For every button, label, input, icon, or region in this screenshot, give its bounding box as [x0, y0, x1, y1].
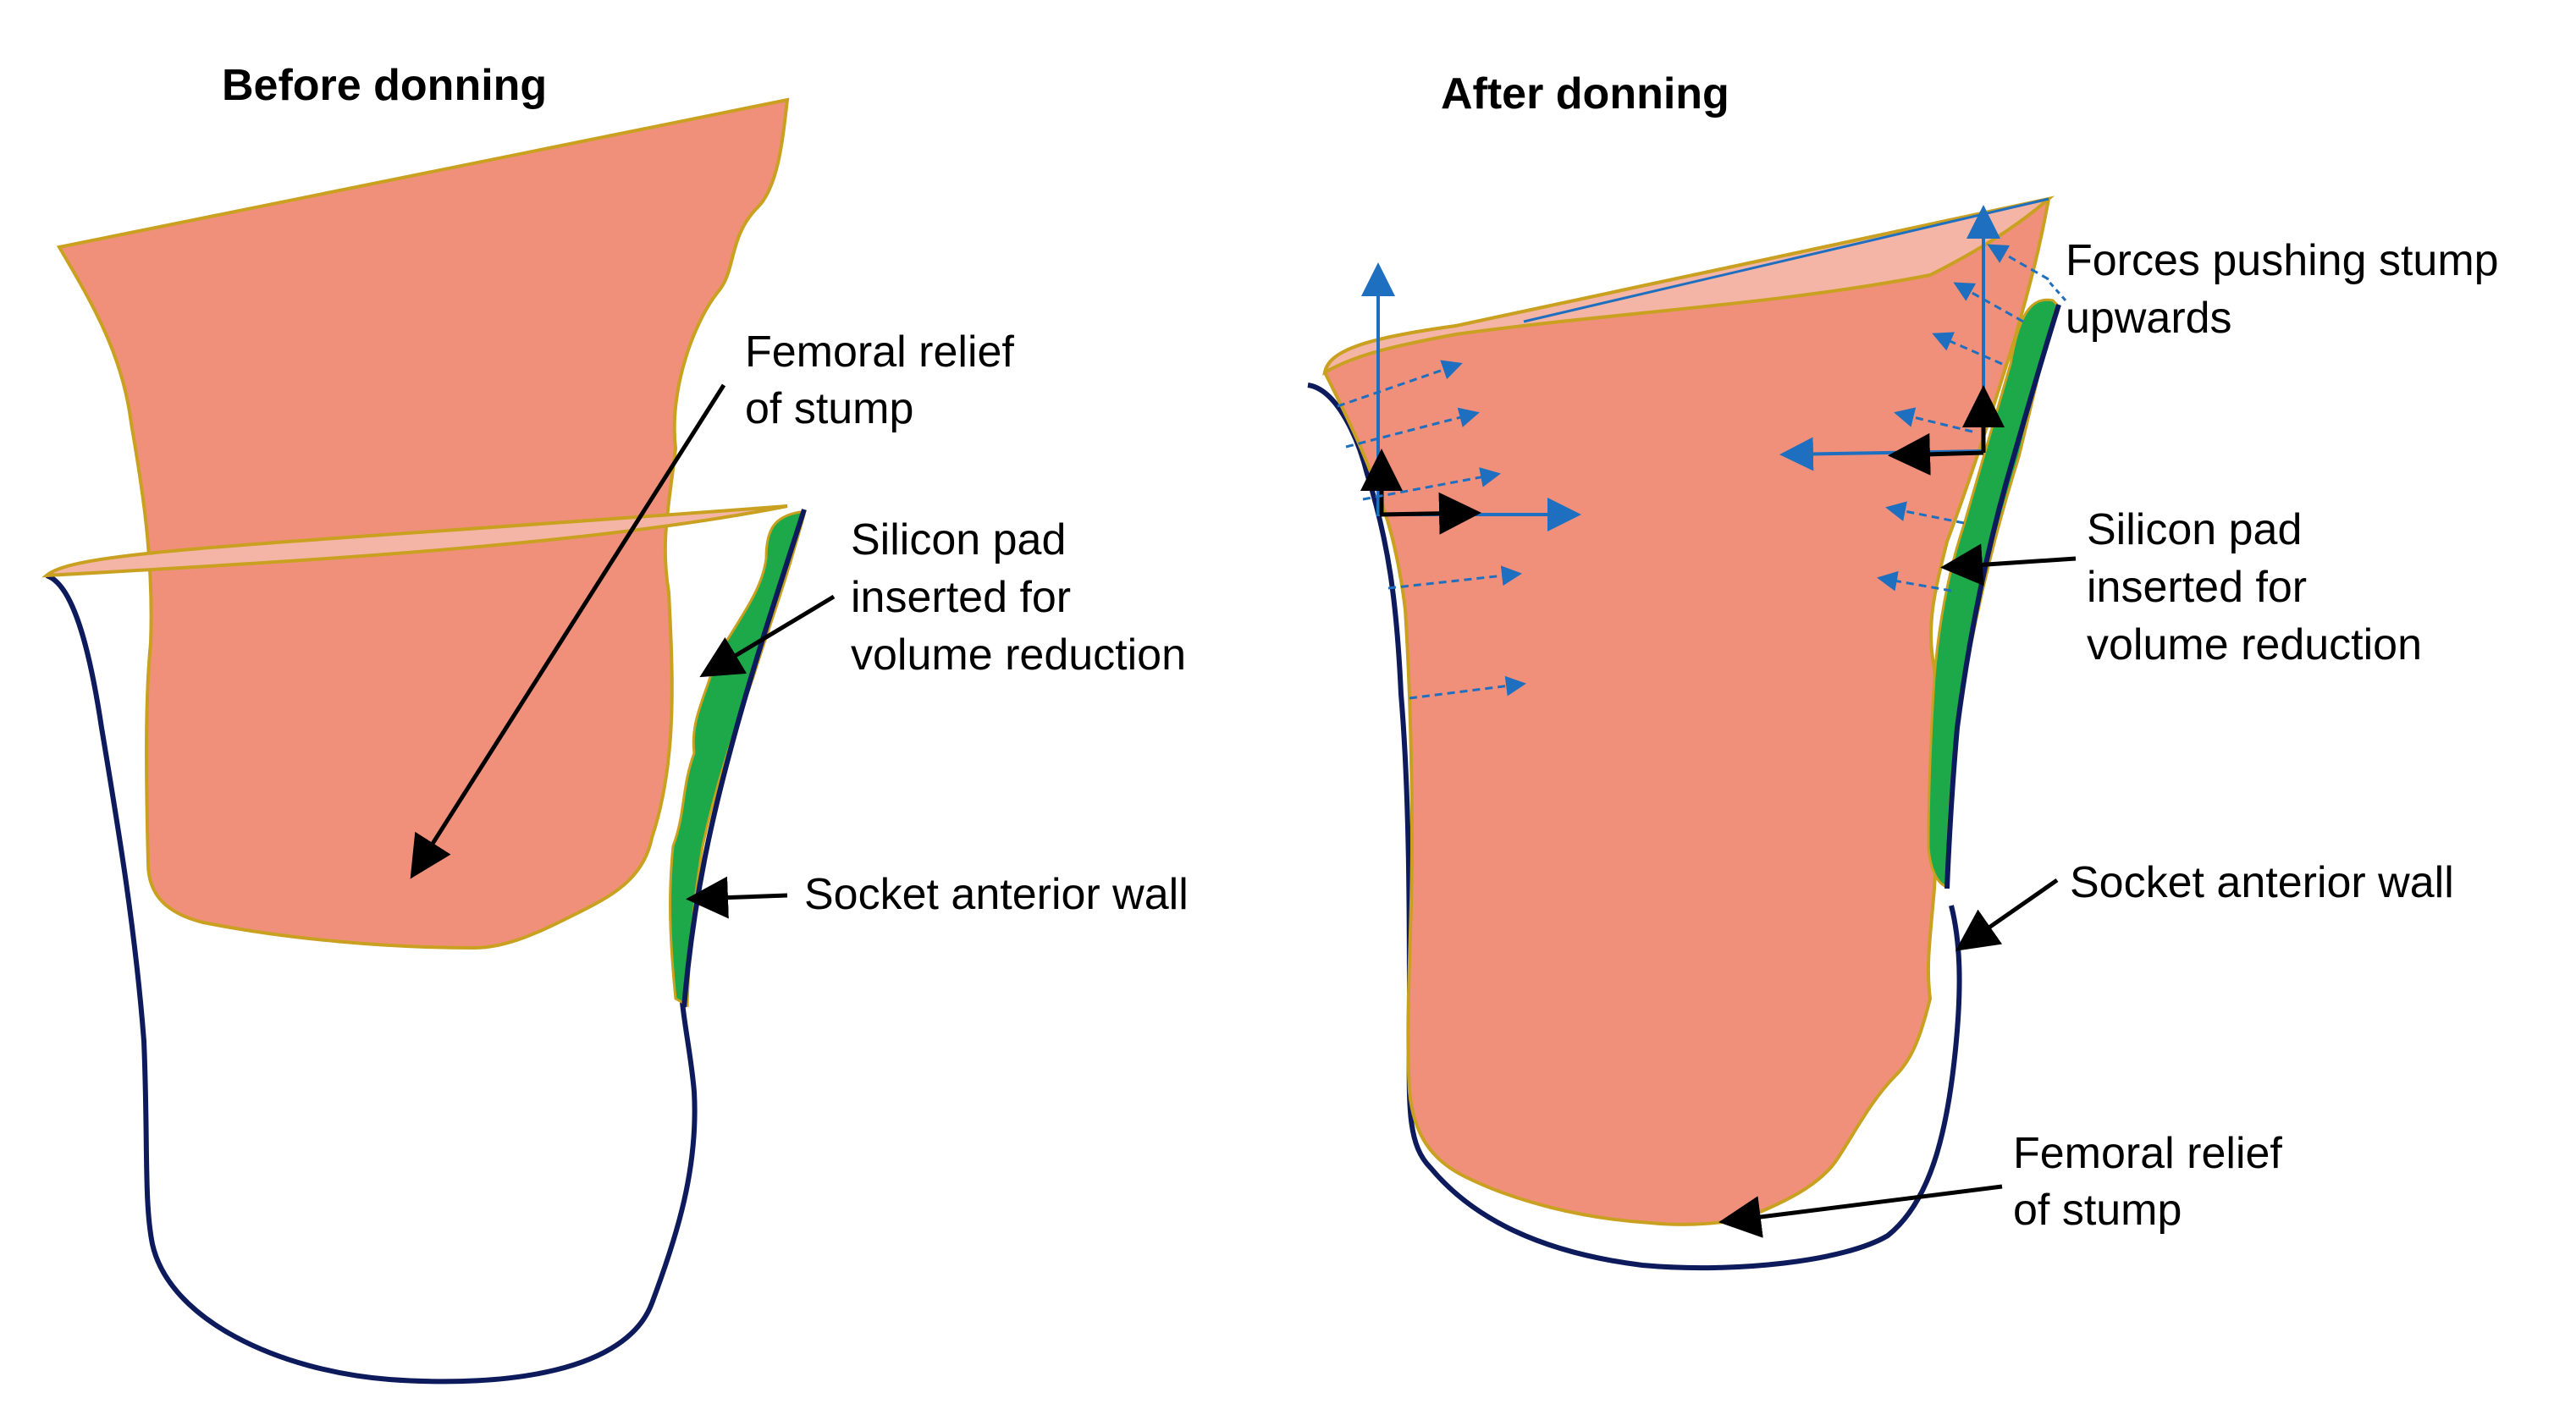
after-femoral-relief-leader: [1718, 1184, 2003, 1238]
pressure-arrow-left-3: [1362, 467, 1501, 501]
after-silicon-pad-label-2: inserted for: [2087, 563, 2307, 612]
after-socket-wall-label: Socket anterior wall: [2070, 858, 2454, 907]
after-title: After donning: [1441, 69, 1729, 118]
pressure-arrow-right-1: [1987, 244, 2049, 281]
after-socket-anterior-wall: [1944, 304, 2061, 889]
before-silicon-pad-leader: [699, 594, 836, 678]
pressure-arrow-right-4: [1894, 407, 1973, 433]
pressure-arrows-right: [1877, 244, 2049, 592]
after-socket-outline: [1307, 383, 1962, 1271]
pressure-arrow-left-2: [1345, 407, 1480, 449]
pressure-arrow-right-2: [1953, 282, 2024, 323]
reaction-left-right: [1888, 432, 1984, 476]
pressure-arrow-left-1: [1337, 360, 1463, 408]
after-forces-label-1: Forces pushing stump: [2066, 236, 2499, 285]
after-femoral-relief-label-1: Femoral relief: [2013, 1129, 2282, 1178]
after-forces-label-2: upwards: [2066, 294, 2232, 343]
after-stump-top-edge: [1523, 197, 2049, 323]
after-silicon-pad-label-1: Silicon pad: [2087, 505, 2302, 554]
after-silicon-pad-leader: [1940, 543, 2077, 586]
after-femoral-relief-label-2: of stump: [2013, 1186, 2182, 1235]
after-silicon-pad-label-3: volume reduction: [2087, 620, 2422, 669]
after-forces-leader: [2045, 278, 2067, 301]
pressure-arrows-left: [1337, 360, 1526, 700]
before-socket-outline: [45, 573, 698, 1385]
before-femoral-relief-label-2: of stump: [745, 384, 913, 433]
before-stump-slice: [41, 504, 788, 578]
before-silicon-pad-label-2: inserted for: [851, 573, 1071, 622]
pressure-arrow-left-4: [1387, 565, 1522, 590]
after-donning-panel: After donning: [1307, 69, 2499, 1271]
before-stump-body: [56, 97, 790, 950]
before-silicon-pad-label-1: Silicon pad: [851, 515, 1066, 564]
before-donning-panel: Before donning Femoral relief of stump S…: [41, 61, 1189, 1385]
before-silicon-pad-label-3: volume reduction: [851, 630, 1186, 680]
before-title: Before donning: [222, 61, 547, 110]
before-socket-wall-leader: [686, 876, 788, 919]
before-socket-wall-label: Socket anterior wall: [804, 870, 1189, 919]
before-femoral-relief-leader: [410, 383, 726, 879]
after-socket-wall-leader: [1955, 878, 2059, 951]
pressure-arrow-left-5: [1409, 675, 1526, 700]
reaction-right-left: [1379, 492, 1481, 535]
pressure-arrow-right-5: [1885, 501, 1965, 525]
before-femoral-relief-label-1: Femoral relief: [745, 328, 1014, 377]
after-silicon-pad: [1927, 298, 2059, 889]
